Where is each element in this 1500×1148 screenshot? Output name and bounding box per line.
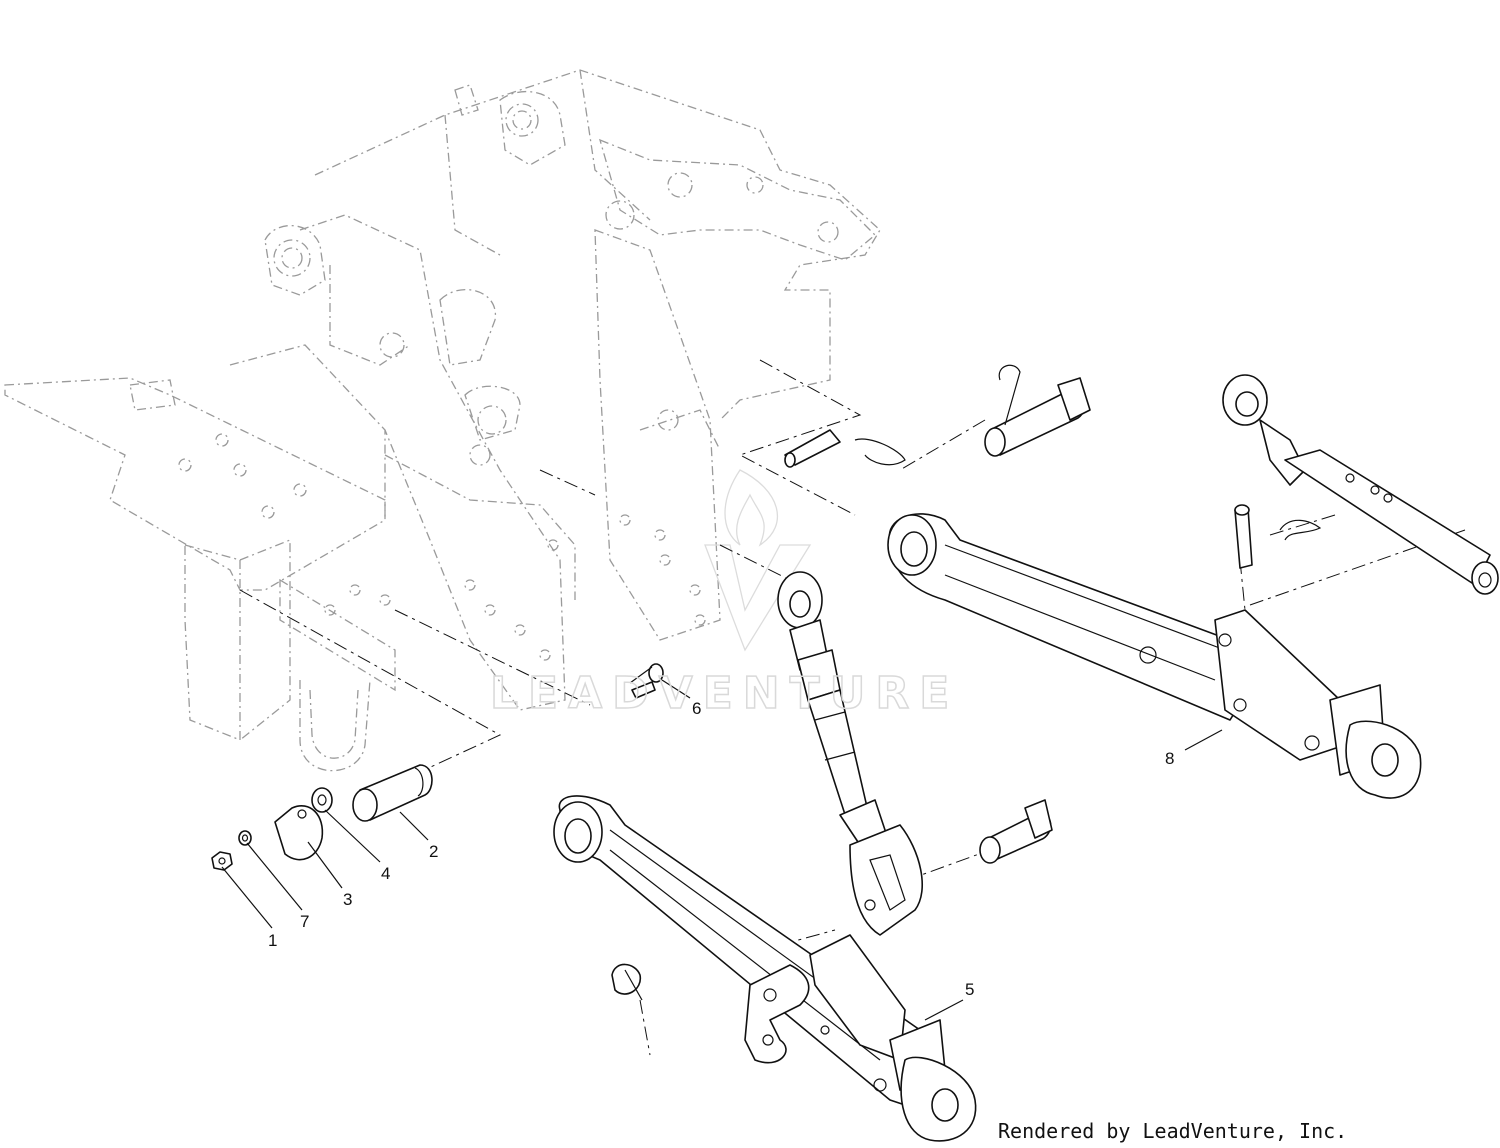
part-8-pin — [1234, 504, 1322, 569]
lynch-pin-lower — [611, 963, 643, 1001]
callout-2: 2 — [429, 842, 438, 861]
stabilizer-link — [1222, 374, 1499, 595]
callout-5: 5 — [965, 980, 974, 999]
callout-6: 6 — [692, 699, 701, 718]
watermark: LEADVENTURE — [490, 668, 959, 719]
top-link-assembly — [777, 571, 923, 936]
part-8-lower-link — [887, 513, 1422, 799]
callout-8: 8 — [1165, 749, 1174, 768]
link-pin-center — [979, 799, 1053, 864]
part-5-lower-link — [553, 795, 977, 1142]
part-7-washer — [238, 830, 252, 846]
callout-leaders — [221, 679, 1223, 1021]
callout-labels: 1 2 3 4 5 6 7 8 — [268, 699, 1174, 999]
part-6-bolt — [629, 663, 664, 699]
callout-4: 4 — [381, 864, 390, 883]
ghost-frame-assembly — [4, 69, 881, 772]
callout-1: 1 — [268, 931, 277, 950]
callout-7: 7 — [300, 912, 309, 931]
callout-3: 3 — [343, 890, 352, 909]
top-pins — [784, 364, 1091, 468]
render-credit: Rendered by LeadVenture, Inc. — [998, 1119, 1347, 1143]
part-2-pin — [352, 764, 433, 822]
part-4-bushing — [311, 787, 333, 813]
part-1-nut — [211, 851, 233, 871]
